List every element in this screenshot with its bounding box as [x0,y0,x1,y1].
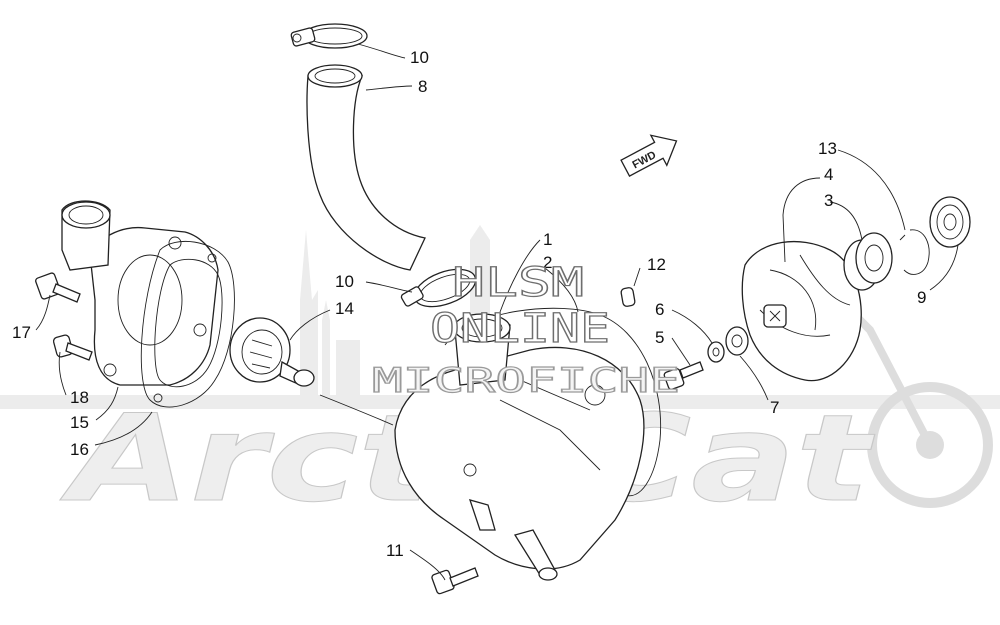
callout-4: 4 [824,165,833,184]
leader-lines [35,43,959,581]
water-pump-housing [394,307,662,581]
callout-15: 15 [70,413,89,432]
callout-10-middle: 10 [335,272,354,291]
hose-clamp-top [290,23,368,49]
hose-clamp-middle [400,268,477,308]
callout-17: 17 [12,323,31,342]
callout-7: 7 [770,398,779,417]
callout-13: 13 [818,139,837,158]
bolt-17 [35,272,81,303]
callout-12: 12 [647,255,666,274]
washer-6 [707,341,725,363]
seal [843,232,893,291]
thermostat [229,317,315,387]
watermark-line-2: ONLINE [430,306,610,352]
callout-1: 1 [543,230,552,249]
callout-10-top: 10 [410,48,429,67]
watermark-overlay: HLSM ONLINE MICROFICHE [371,259,680,401]
callout-18: 18 [70,388,89,407]
callout-16: 16 [70,440,89,459]
callout-8: 8 [418,77,427,96]
thermostat-housing-cover [61,200,219,386]
callout-6: 6 [655,300,664,319]
impeller [741,240,862,382]
fwd-arrow-icon: FWD [620,134,678,177]
watermark-line-3: MICROFICHE [372,361,680,401]
washer-7 [725,326,749,356]
callout-9: 9 [917,288,926,307]
bolt-11 [431,567,479,595]
callout-numbers: 10 8 1 2 12 10 14 6 5 7 13 4 3 9 11 17 1… [12,48,926,560]
bearing [929,196,971,248]
callout-3: 3 [824,191,833,210]
circlip [899,229,930,275]
bolt-5 [663,361,704,390]
callout-5: 5 [655,328,664,347]
callout-2: 2 [543,253,552,272]
watermark-line-1: HLSM [452,260,584,306]
gasket [140,240,235,408]
bolt-18 [52,334,93,361]
callout-14: 14 [335,299,354,318]
coolant-hose [306,64,426,271]
dowel-pin [620,287,636,307]
callout-11: 11 [386,541,404,560]
